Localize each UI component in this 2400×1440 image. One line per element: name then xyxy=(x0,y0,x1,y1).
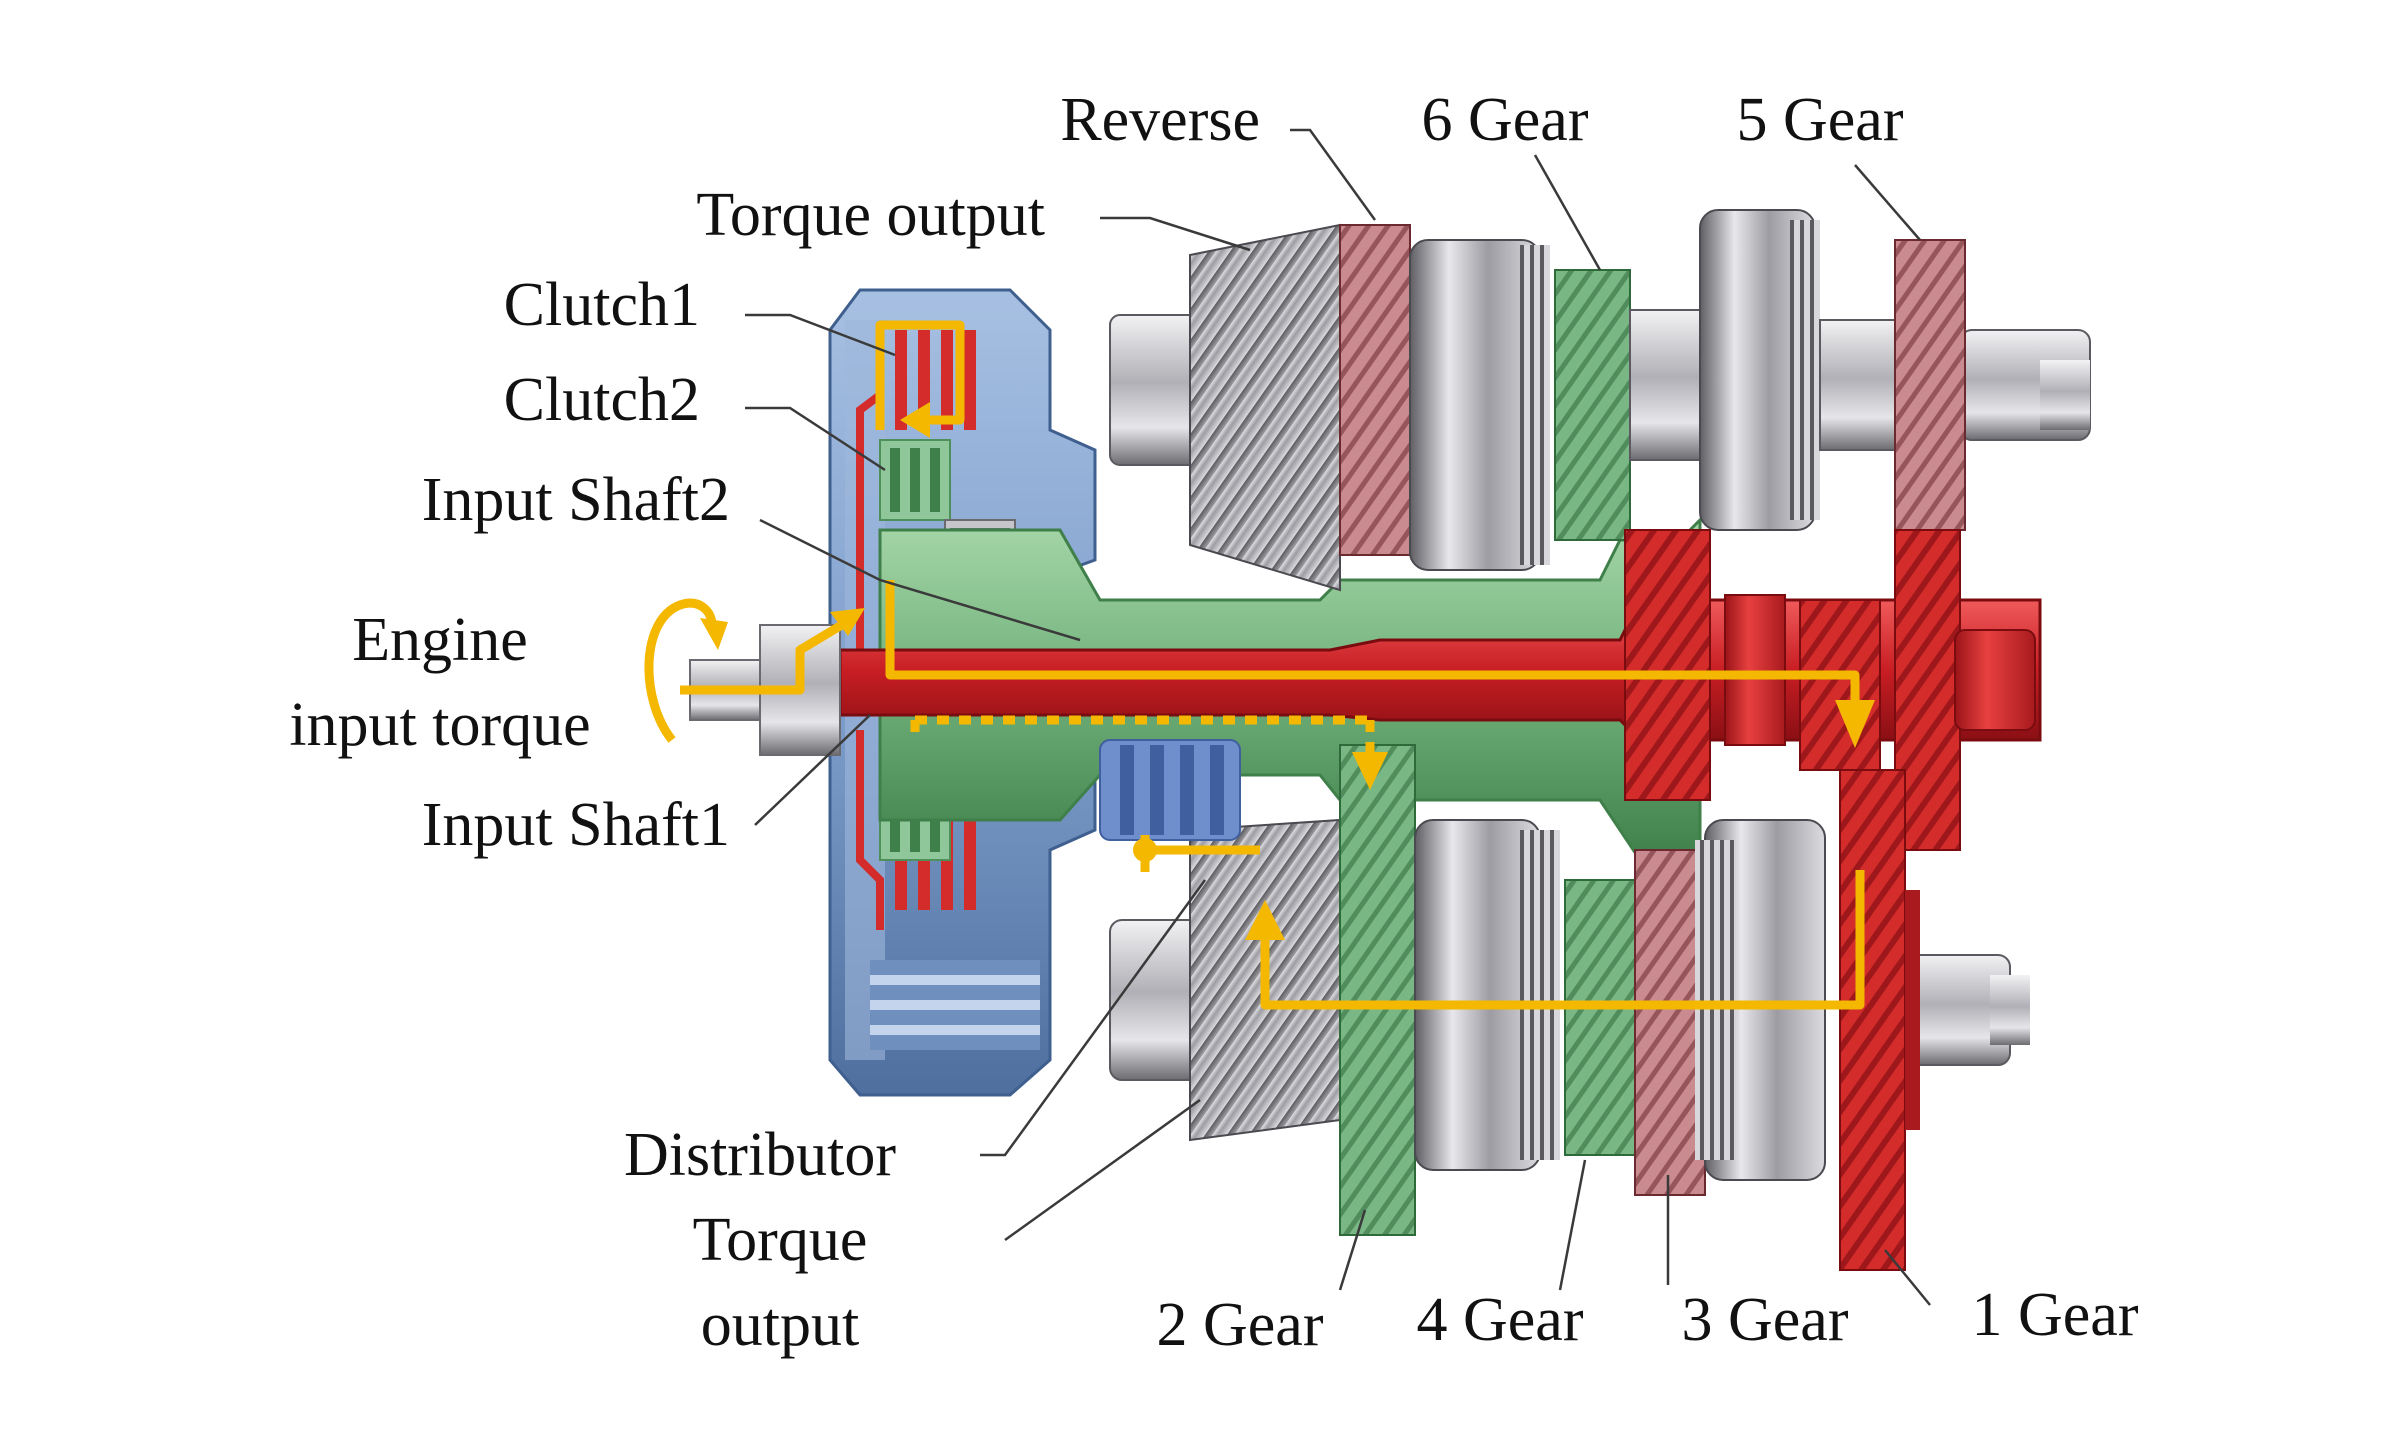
label-gear2: 2 Gear xyxy=(1157,1291,1324,1359)
lower-output-shaft xyxy=(1109,919,2030,1081)
fourth-gear xyxy=(1564,879,1636,1156)
torque-flow-path xyxy=(680,320,1875,1010)
labels: Reverse 6 Gear 5 Gear Torque output Clut… xyxy=(289,86,2138,1359)
second-gear xyxy=(1339,744,1416,1236)
synchronizer-6-reverse xyxy=(1409,239,1550,571)
label-engine-line2: input torque xyxy=(289,691,590,759)
synchronizer-2-4 xyxy=(1414,819,1560,1171)
upper-shaft-neck xyxy=(1819,319,1901,451)
label-torque-output-bottom-1: Torque xyxy=(693,1206,868,1274)
leader-lines xyxy=(745,128,1931,1306)
sixth-gear xyxy=(1554,269,1631,541)
label-input-shaft1: Input Shaft1 xyxy=(422,791,730,859)
upper-shaft-middle xyxy=(1629,309,1711,461)
curved-rotation-arrow-icon xyxy=(644,598,728,743)
label-gear3: 3 Gear xyxy=(1682,1286,1849,1354)
upper-torque-output-gear xyxy=(1189,223,1341,592)
label-torque-output-top: Torque output xyxy=(696,181,1045,249)
label-gear6: 6 Gear xyxy=(1422,86,1589,154)
synchronizer-5 xyxy=(1699,209,1820,531)
upper-output-shaft xyxy=(1109,314,2091,466)
label-gear4: 4 Gear xyxy=(1417,1286,1584,1354)
label-engine-line1: Engine xyxy=(352,606,528,674)
distributor xyxy=(1099,739,1241,841)
label-clutch1: Clutch1 xyxy=(504,271,700,339)
fifth-gear xyxy=(1894,239,1966,531)
label-torque-output-bottom-2: output xyxy=(701,1291,859,1359)
reverse-gear xyxy=(1339,224,1411,556)
label-distributor: Distributor xyxy=(624,1121,896,1189)
third-gear xyxy=(1634,849,1706,1196)
label-clutch2: Clutch2 xyxy=(504,366,700,434)
label-gear5: 5 Gear xyxy=(1737,86,1904,154)
label-gear1: 1 Gear xyxy=(1972,1281,2139,1349)
synchronizer-1-3 xyxy=(1695,819,1826,1181)
label-input-shaft2: Input Shaft2 xyxy=(422,466,730,534)
label-reverse: Reverse xyxy=(1060,86,1260,154)
